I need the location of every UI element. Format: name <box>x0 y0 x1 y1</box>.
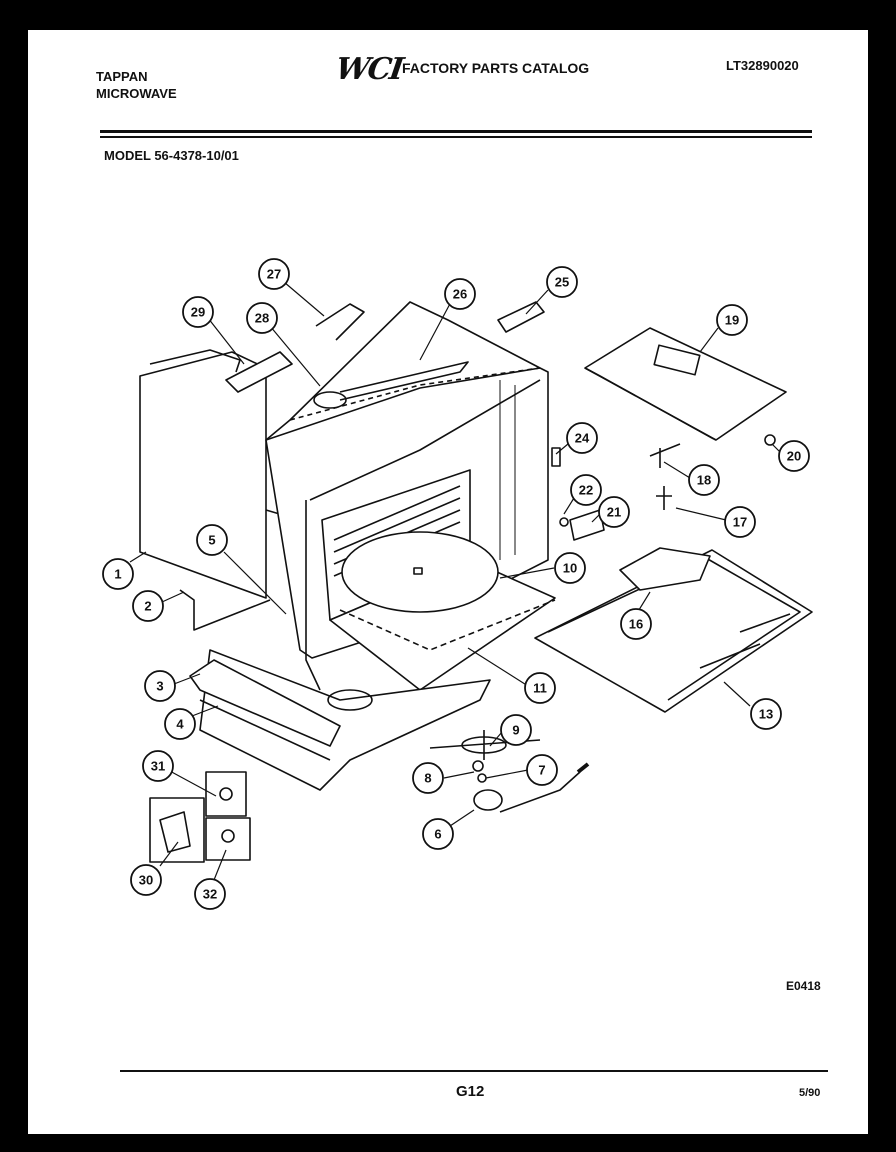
callout-32: 32 <box>194 878 226 910</box>
svg-text:19: 19 <box>725 313 739 328</box>
page-number: G12 <box>456 1083 485 1100</box>
svg-text:25: 25 <box>555 275 569 290</box>
model-number: MODEL 56-4378-10/01 <box>104 148 239 163</box>
callout-28: 28 <box>246 302 278 334</box>
svg-text:13: 13 <box>759 707 773 722</box>
svg-text:20: 20 <box>787 449 801 464</box>
svg-text:26: 26 <box>453 287 467 302</box>
callout-1: 1 <box>102 558 134 590</box>
header-rule-top <box>100 130 812 133</box>
drip-tray <box>534 547 813 713</box>
callout-25: 25 <box>546 266 578 298</box>
revision-date: 5/90 <box>799 1087 821 1099</box>
svg-text:30: 30 <box>139 873 153 888</box>
svg-text:29: 29 <box>191 305 205 320</box>
svg-text:17: 17 <box>733 515 747 530</box>
callout-13: 13 <box>750 698 782 730</box>
leader-lines <box>129 281 783 881</box>
base-plate <box>179 589 491 791</box>
footer-rule <box>120 1070 828 1072</box>
callouts: 1 2 3 4 5 6 7 8 9 10 11 13 16 17 18 19 2… <box>102 258 810 910</box>
callout-7: 7 <box>526 754 558 786</box>
svg-text:1: 1 <box>114 567 121 582</box>
callout-16: 16 <box>620 608 652 640</box>
catalog-title: FACTORY PARTS CATALOG <box>402 60 590 76</box>
callout-18: 18 <box>688 464 720 496</box>
callout-11: 11 <box>524 672 556 704</box>
svg-text:21: 21 <box>607 505 621 520</box>
top-cover <box>584 327 787 441</box>
callout-20: 20 <box>778 440 810 472</box>
callout-30: 30 <box>130 864 162 896</box>
svg-text:7: 7 <box>538 763 545 778</box>
svg-text:31: 31 <box>151 759 165 774</box>
svg-text:22: 22 <box>579 483 593 498</box>
svg-text:28: 28 <box>255 311 269 326</box>
svg-text:27: 27 <box>267 267 281 282</box>
svg-text:18: 18 <box>697 473 711 488</box>
callout-6: 6 <box>422 818 454 850</box>
header-rule-bottom <box>100 136 812 138</box>
svg-text:9: 9 <box>512 723 519 738</box>
oven-cavity <box>321 469 556 691</box>
catalog-code: LT32890020 <box>726 58 799 73</box>
callout-27: 27 <box>258 258 290 290</box>
hardware-parts <box>225 301 776 813</box>
callout-21: 21 <box>598 496 630 528</box>
callout-26: 26 <box>444 278 476 310</box>
callout-31: 31 <box>142 750 174 782</box>
svg-text:32: 32 <box>203 887 217 902</box>
callout-5: 5 <box>196 524 228 556</box>
callout-10: 10 <box>554 552 586 584</box>
svg-text:4: 4 <box>176 717 184 732</box>
callout-2: 2 <box>132 590 164 622</box>
brand-name: TAPPAN <box>96 69 148 84</box>
bottom-rails <box>189 659 341 761</box>
callout-9: 9 <box>500 714 532 746</box>
svg-text:16: 16 <box>629 617 643 632</box>
callout-3: 3 <box>144 670 176 702</box>
svg-text:11: 11 <box>533 681 547 696</box>
svg-text:24: 24 <box>575 431 590 446</box>
svg-text:6: 6 <box>434 827 441 842</box>
callout-24: 24 <box>566 422 598 454</box>
svg-text:10: 10 <box>563 561 577 576</box>
product-type: MICROWAVE <box>96 86 177 101</box>
diagram-id: E0418 <box>786 979 821 993</box>
svg-text:5: 5 <box>208 533 215 548</box>
callout-8: 8 <box>412 762 444 794</box>
callout-29: 29 <box>182 296 214 328</box>
accessory-brackets <box>149 771 251 863</box>
svg-text:3: 3 <box>156 679 163 694</box>
callout-19: 19 <box>716 304 748 336</box>
callout-4: 4 <box>164 708 196 740</box>
callout-17: 17 <box>724 506 756 538</box>
svg-text:8: 8 <box>424 771 431 786</box>
svg-text:2: 2 <box>144 599 151 614</box>
callout-22: 22 <box>570 474 602 506</box>
